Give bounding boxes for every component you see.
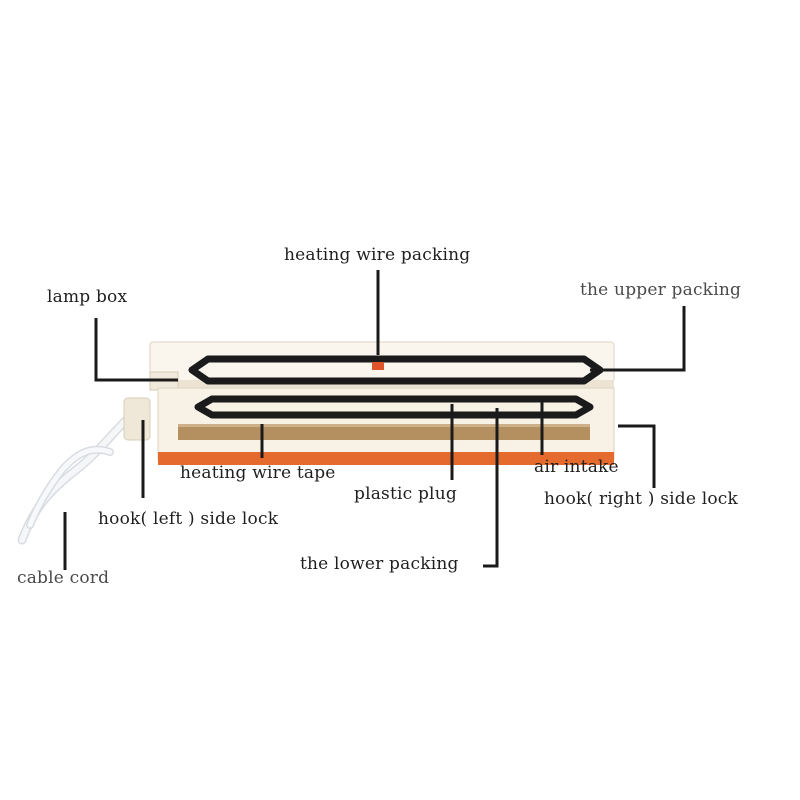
label-hook-right-side-lock: hook( right ) side lock [544, 489, 739, 509]
upper-packing-gasket [188, 355, 604, 385]
heating-wire-marker [372, 362, 384, 370]
lower-packing-gasket [194, 395, 594, 419]
label-cable-cord: cable cord [17, 568, 110, 588]
label-plastic-plug: plastic plug [354, 484, 457, 504]
label-heating-wire-packing: heating wire packing [284, 245, 471, 265]
label-lamp-box: lamp box [47, 287, 128, 307]
label-upper-packing: the upper packing [580, 280, 742, 300]
label-lower-packing: the lower packing [300, 554, 459, 574]
label-air-intake: air intake [534, 457, 619, 477]
label-hook-left-side-lock: hook( left ) side lock [98, 509, 279, 529]
leader-lower-packing [483, 408, 499, 568]
label-heating-wire-tape: heating wire tape [180, 463, 336, 483]
leader-upper-packing [590, 306, 686, 372]
heating-wire-tape [178, 424, 590, 440]
leader-lines [63, 270, 686, 570]
lower-body [157, 387, 615, 465]
upper-lid [149, 341, 615, 391]
leader-lamp-box [94, 318, 178, 382]
base-stripe [158, 452, 614, 465]
leader-hook-right [618, 424, 656, 488]
